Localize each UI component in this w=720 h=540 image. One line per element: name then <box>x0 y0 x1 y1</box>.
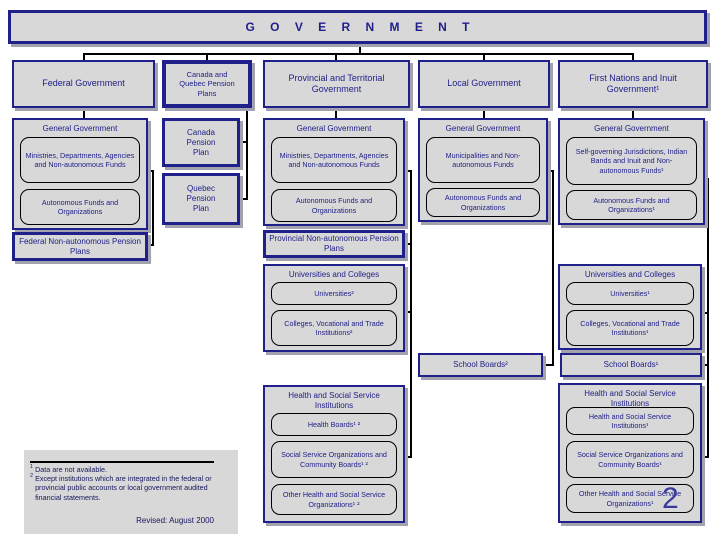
canada-pension-plan-box: Canada Pension Plan <box>162 118 240 167</box>
page-number: 2 <box>662 482 679 515</box>
connector-tick <box>403 170 412 172</box>
group-title: General Government <box>296 124 372 133</box>
connector-drop-pension-plans <box>206 53 208 61</box>
first-nations-social-service-organizations-box: Social Service Organizations and Communi… <box>566 441 694 478</box>
connector-drop-first-nations <box>632 53 634 61</box>
connector-provincial-rail <box>410 170 412 458</box>
first-nations-school-boards-box: School Boards¹ <box>560 353 702 377</box>
footnote-panel <box>24 450 238 534</box>
local-autonomous-funds-box: Autonomous Funds and Organizations <box>426 188 540 217</box>
first-nations-other-health-organizations-box: Other Health and Social Service Organiza… <box>566 484 694 513</box>
first-nations-colleges-box: Colleges, Vocational and Trade Instituti… <box>566 310 694 346</box>
footnote-marker: 1 <box>30 464 34 470</box>
connector-cpp-rail <box>246 108 248 200</box>
connector-first-nations-rail <box>707 178 709 458</box>
connector-first-nations-stem <box>632 108 634 118</box>
provincial-ministries-box: Ministries, Departments, Agencies and No… <box>271 137 397 183</box>
connector-local-rail <box>552 170 554 366</box>
connector-local-stem <box>483 108 485 118</box>
first-nations-autonomous-funds-box: Autonomous Funds and Organizations¹ <box>566 190 697 220</box>
connector-drop-federal <box>83 53 85 61</box>
quebec-pension-plan-box: Quebec Pension Plan <box>162 173 240 225</box>
connector-tick <box>703 178 709 180</box>
provincial-non-autonomous-pension-plans-box: Provincial Non-autonomous Pension Plans <box>263 230 405 258</box>
connector-tick <box>700 364 709 366</box>
connector-tick <box>146 244 154 246</box>
group-title: General Government <box>594 124 669 133</box>
federal-autonomous-funds-box: Autonomous Funds and Organizations <box>20 189 140 225</box>
provincial-colleges-box: Colleges, Vocational and Trade Instituti… <box>271 310 397 346</box>
group-title: Health and Social Service Institutions <box>584 389 676 408</box>
connector-government-trunk <box>359 44 361 54</box>
footnote-text: Data are not available. <box>35 465 107 474</box>
header-local-government: Local Government <box>418 60 550 108</box>
connector-tick <box>238 141 248 143</box>
footnote-1: 1 Data are not available. <box>30 464 230 474</box>
connector-tick <box>546 170 554 172</box>
footnote-marker: 2 <box>30 473 34 479</box>
connector-federal-rail <box>152 170 154 246</box>
provincial-health-boards-box: Health Boards¹ ² <box>271 413 397 436</box>
header-first-nations-inuit-government: First Nations and Inuit Government¹ <box>558 60 708 108</box>
connector-tick <box>541 364 554 366</box>
first-nations-health-institutions-box: Health and Social Service Institutions¹ <box>566 407 694 435</box>
connector-top-rail <box>83 53 634 55</box>
header-provincial-territorial-government: Provincial and Territorial Government <box>263 60 410 108</box>
group-title: Universities and Colleges <box>584 270 676 279</box>
connector-tick <box>403 456 412 458</box>
federal-non-autonomous-pension-plans-box: Federal Non-autonomous Pension Plans <box>12 232 148 261</box>
connector-tick <box>146 170 154 172</box>
group-title: Universities and Colleges <box>288 270 380 279</box>
group-title: Health and Social Service Institutions <box>288 391 380 410</box>
connector-drop-local <box>483 53 485 61</box>
connector-tick <box>700 312 709 314</box>
government-banner: G O V E R N M E N T <box>8 10 707 44</box>
connector-drop-provincial <box>335 53 337 61</box>
provincial-universities-box: Universities² <box>271 282 397 305</box>
header-federal-government: Federal Government <box>12 60 155 108</box>
connector-tick <box>403 243 412 245</box>
header-canada-quebec-pension-plans: Canada and Quebec Pension Plans <box>162 60 252 108</box>
connector-tick <box>403 311 412 313</box>
provincial-other-health-organizations-box: Other Health and Social Service Organiza… <box>271 484 397 515</box>
connector-tick <box>238 198 248 200</box>
revised-date-label: Revised: August 2000 <box>136 516 214 525</box>
first-nations-self-governing-box: Self-governing Jurisdictions, Indian Ban… <box>566 137 697 185</box>
provincial-autonomous-funds-box: Autonomous Funds and Organizations <box>271 189 397 222</box>
group-title: General Government <box>445 124 521 133</box>
federal-ministries-box: Ministries, Departments, Agencies and No… <box>20 137 140 183</box>
footnote-text: Except institutions which are integrated… <box>35 474 212 502</box>
footnote-2: 2 Except institutions which are integrat… <box>30 473 222 502</box>
group-title: General Government <box>42 124 118 133</box>
local-school-boards-box: School Boards² <box>418 353 543 377</box>
provincial-social-service-organizations-box: Social Service Organizations and Communi… <box>271 441 397 478</box>
local-municipalities-box: Municipalities and Non-autonomous Funds <box>426 137 540 183</box>
connector-federal-stem <box>83 108 85 118</box>
footnote-separator <box>30 461 214 463</box>
connector-tick <box>700 456 709 458</box>
connector-provincial-stem <box>335 108 337 118</box>
first-nations-universities-box: Universities¹ <box>566 282 694 305</box>
